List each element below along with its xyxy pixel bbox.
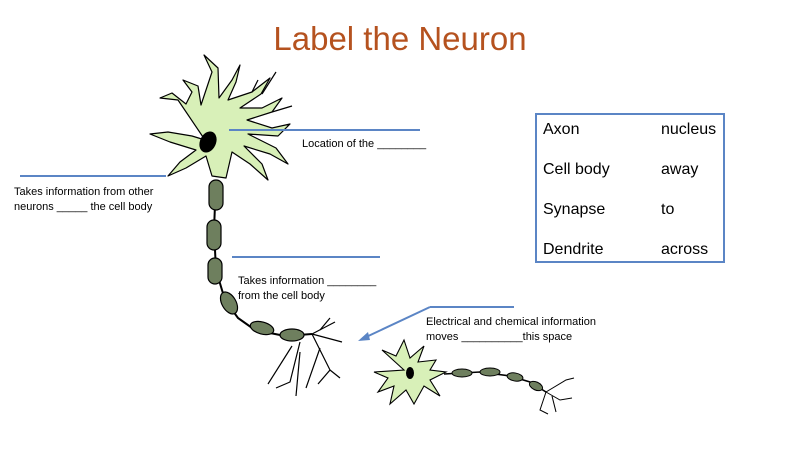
second-axon-segments: [451, 367, 544, 392]
second-nucleus: [406, 367, 414, 379]
dendrites-label-line1: Takes information from other: [14, 186, 154, 198]
word-bank-row: Synapse to: [537, 201, 723, 223]
synapse-label-line2: moves __________this space: [426, 331, 573, 343]
synapse-label-line1: Electrical and chemical information: [426, 316, 596, 328]
word-bank-term: to: [661, 201, 675, 218]
nucleus-location-label: Location of the ________: [302, 138, 427, 150]
synapse-arrow: [363, 306, 431, 339]
word-bank-term: Cell body: [543, 161, 610, 178]
answer-lines: [20, 129, 514, 308]
word-bank-term: Axon: [543, 121, 580, 138]
word-bank-term: nucleus: [661, 121, 717, 138]
word-bank-row: Cell body away: [537, 161, 723, 183]
main-neuron-dendrites: [149, 54, 291, 181]
second-axon-terminal: [539, 377, 575, 415]
word-bank-row: Axon nucleus: [537, 121, 723, 143]
main-axon-terminal: [267, 317, 343, 397]
axon-label-line2: from the cell body: [238, 290, 325, 302]
word-bank-term: Synapse: [543, 201, 606, 218]
word-bank-term: away: [661, 161, 699, 178]
main-axon-segments: [206, 179, 305, 342]
main-nucleus: [199, 131, 217, 153]
synapse-arrowhead: [358, 332, 370, 341]
dendrites-label-line2: neurons _____ the cell body: [14, 201, 153, 213]
word-bank-row: Dendrite across: [537, 241, 723, 263]
axon-label-line1: Takes information ________: [238, 275, 377, 287]
word-bank-term: across: [661, 241, 709, 258]
main-dendrite-twigs: [251, 71, 293, 113]
page-title: Label the Neuron: [273, 20, 527, 57]
word-bank-term: Dendrite: [543, 241, 604, 258]
word-bank: Axon nucleus Cell body away Synapse to D…: [535, 113, 725, 263]
